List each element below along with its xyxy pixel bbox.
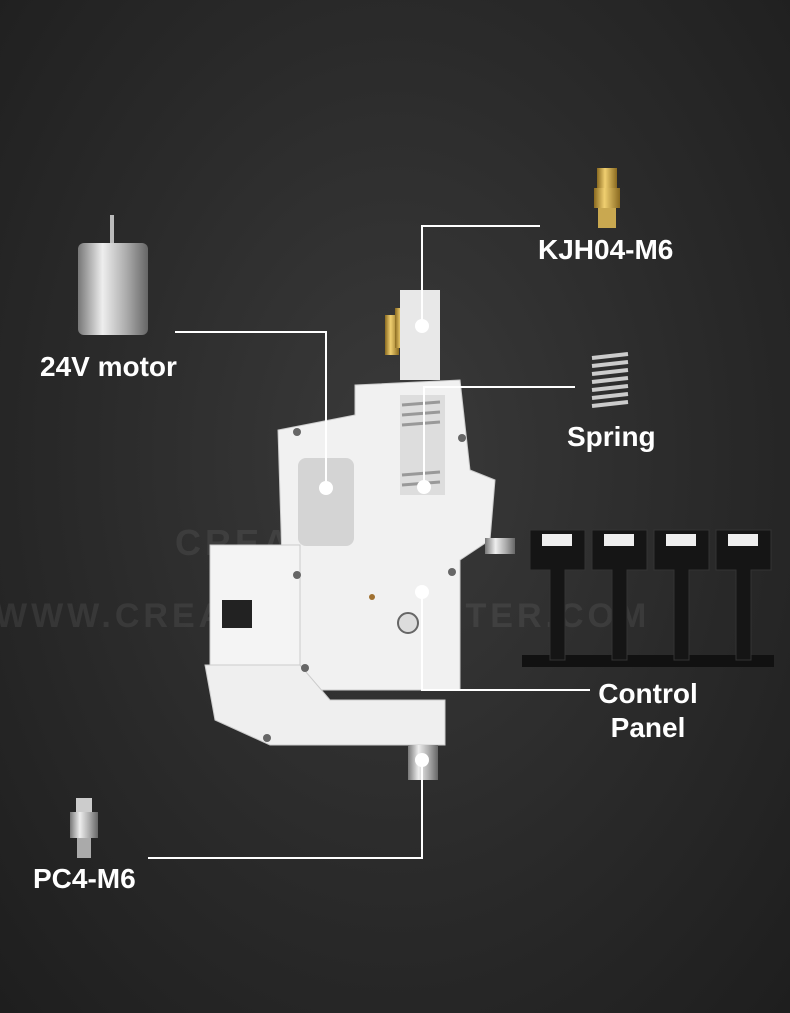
motor-leader-line (175, 331, 327, 488)
spring-label: Spring (567, 421, 656, 452)
motor-image (78, 215, 148, 335)
control-panel-leader-line (421, 592, 590, 691)
pc4-label: PC4-M6 (33, 863, 136, 894)
pc4-m6-fitting-image (70, 798, 98, 858)
control-panel-boards-image (522, 529, 774, 667)
motor-label: 24V motor (40, 351, 177, 382)
extruder-image (204, 290, 515, 780)
kjh-leader-line (421, 225, 540, 326)
kjh-label: KJH04-M6 (538, 234, 674, 265)
kjh04-fitting-image (594, 168, 620, 228)
control-panel-label-line2: Panel (610, 712, 686, 743)
control-panel-marker-dot (415, 585, 429, 599)
kjh-marker-dot (415, 319, 429, 333)
control-panel-label-line1: Control (598, 678, 698, 709)
pc4-leader-line (148, 760, 423, 859)
spring-image (591, 352, 629, 408)
spring-leader-line (423, 386, 575, 487)
spring-marker-dot (417, 480, 431, 494)
motor-marker-dot (319, 481, 333, 495)
pc4-marker-dot (415, 753, 429, 767)
control-panel-label: Control Panel (598, 677, 698, 745)
